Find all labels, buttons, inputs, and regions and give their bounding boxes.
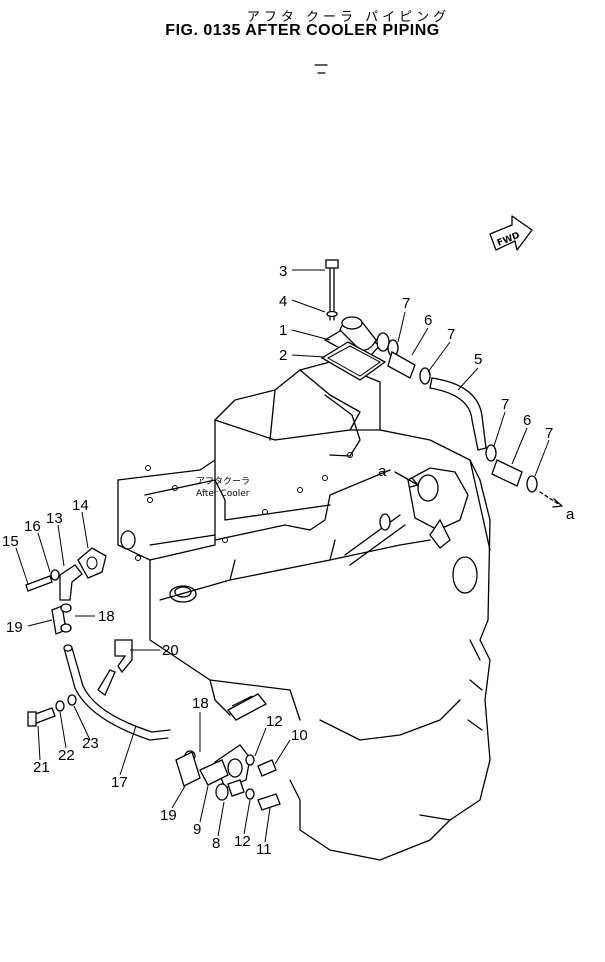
fwd-label: FWD [496,231,522,249]
callout-3: 3 [279,263,287,280]
callout-9: 9 [193,821,201,838]
callout-1: 1 [279,322,287,339]
figure-title: FIG. 0135 AFTER COOLER PIPING [165,22,440,39]
callout-22: 22 [58,747,75,764]
callout-12: 12 [234,833,251,850]
callout-7: 7 [402,295,410,312]
callout-7: 7 [545,425,553,442]
callout-16: 16 [24,518,41,535]
fwd-arrow-icon: FWD [489,215,533,251]
leader-lines [15,269,550,843]
callout-6: 6 [523,412,531,429]
engine-block: アフタクーラ After Cooler [117,361,491,861]
callout-19: 19 [160,807,177,824]
callout-7: 7 [501,396,509,413]
callout-14: 14 [72,497,89,514]
callout-20: 20 [162,642,179,659]
callout-8: 8 [212,835,220,852]
callout-23: 23 [82,735,99,752]
callout-18: 18 [98,608,115,625]
callout-4: 4 [279,293,287,310]
callout-7: 7 [447,326,455,343]
connector-a-right: a [566,506,575,523]
callout-10: 10 [291,727,308,744]
callout-15: 15 [2,533,19,550]
callout-11: 11 [256,841,272,858]
callout-labels: 3 4 1 2 7 6 7 5 7 6 7 14 16 13 15 18 19 … [2,263,575,858]
callout-12: 12 [266,713,283,730]
drain-pipe-assembly [25,547,171,741]
hose-assembly [387,339,538,493]
aftercooler-housing [344,467,563,566]
callout-19: 19 [6,619,23,636]
callout-21: 21 [33,759,50,776]
connector-a-left: a [378,463,387,480]
callout-18: 18 [192,695,209,712]
elbow-assembly [320,259,390,381]
callout-6: 6 [424,312,432,329]
engine-label-jp: アフタクーラ [196,476,250,487]
engine-label-en: After Cooler [196,489,250,499]
callout-13: 13 [46,510,63,527]
callout-5: 5 [474,351,482,368]
lower-fitting-assembly [175,693,281,811]
japanese-title: アフタ クーラ パイピング [246,10,451,25]
callout-2: 2 [279,347,287,364]
callout-17: 17 [111,774,128,791]
